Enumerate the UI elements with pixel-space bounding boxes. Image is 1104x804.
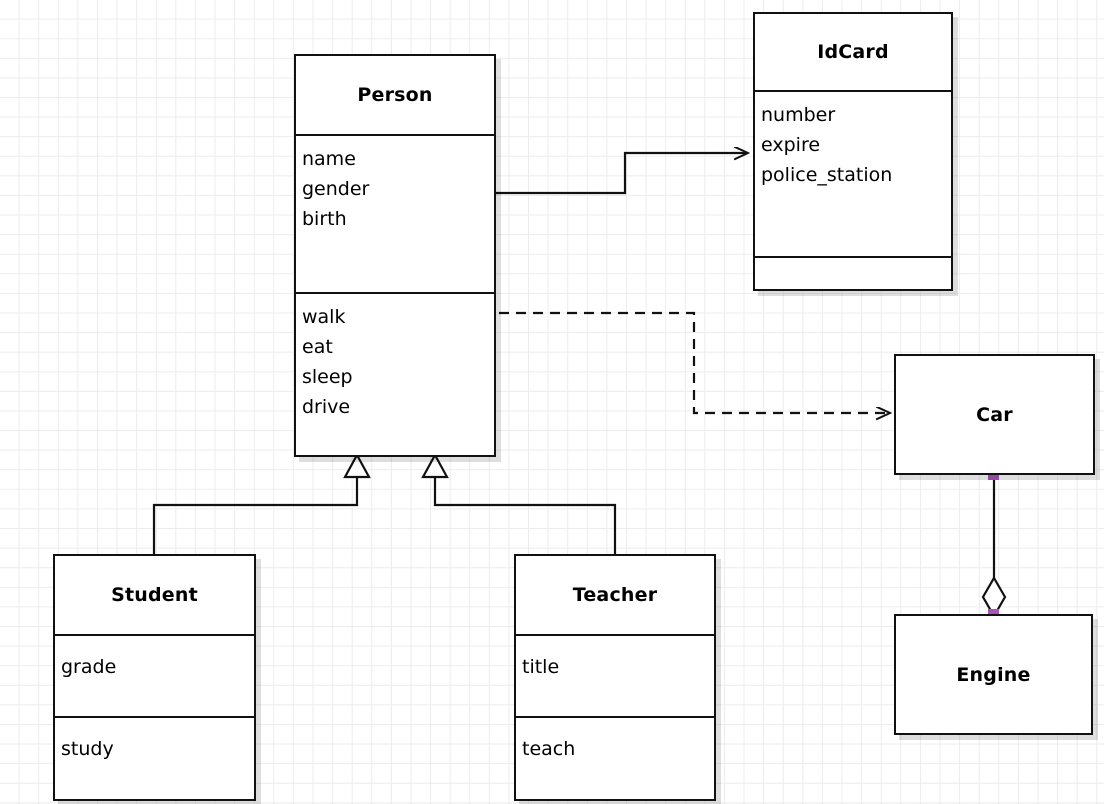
attribute-item: number xyxy=(761,104,836,126)
class-box-student[interactable]: Student grade study xyxy=(53,554,256,801)
attribute-item: birth xyxy=(302,208,347,230)
class-attributes-teacher: title xyxy=(516,634,714,716)
operation-item: walk xyxy=(302,306,346,328)
class-attributes-person: name gender birth xyxy=(296,134,494,292)
class-operations-idcard xyxy=(755,256,951,289)
class-operations-student: study xyxy=(55,716,254,799)
class-box-idcard[interactable]: IdCard number expire police_station xyxy=(753,12,953,291)
edge-car-engine[interactable] xyxy=(981,475,1007,619)
edge-person-car[interactable] xyxy=(499,311,890,413)
operation-item: drive xyxy=(302,396,351,418)
edge-person-idcard[interactable] xyxy=(496,153,748,195)
class-attributes-student: grade xyxy=(55,634,254,716)
operation-item: eat xyxy=(302,336,333,358)
attribute-item: expire xyxy=(761,134,821,156)
class-box-person[interactable]: Person name gender birth walk eat sleep … xyxy=(294,54,496,457)
class-title-person: Person xyxy=(357,84,433,106)
attribute-item: police_station xyxy=(761,164,893,186)
attribute-item: title xyxy=(522,656,560,678)
class-title-teacher: Teacher xyxy=(572,584,658,606)
class-operations-teacher: teach xyxy=(516,716,714,799)
class-box-car[interactable]: Car xyxy=(894,354,1095,475)
operation-item: study xyxy=(61,738,114,760)
operation-item: sleep xyxy=(302,366,353,388)
attribute-item: gender xyxy=(302,178,370,200)
attribute-item: name xyxy=(302,148,356,170)
operation-item: teach xyxy=(522,738,576,760)
class-title-idcard: IdCard xyxy=(817,41,889,63)
class-title-engine: Engine xyxy=(956,663,1031,686)
class-operations-person: walk eat sleep drive xyxy=(296,292,494,455)
class-title-student: Student xyxy=(111,584,198,606)
edge-teacher-person[interactable] xyxy=(421,452,617,554)
attribute-item: grade xyxy=(61,656,117,678)
class-title-car: Car xyxy=(976,403,1013,426)
class-box-teacher[interactable]: Teacher title teach xyxy=(514,554,716,801)
edge-student-person[interactable] xyxy=(152,452,371,554)
class-box-engine[interactable]: Engine xyxy=(894,614,1093,735)
class-attributes-idcard: number expire police_station xyxy=(755,90,951,256)
